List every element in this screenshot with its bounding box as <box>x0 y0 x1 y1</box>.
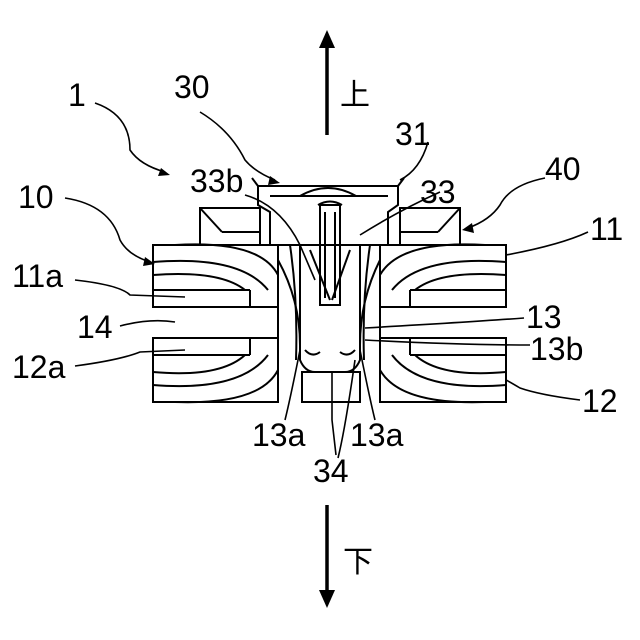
label-up: 上 <box>340 78 370 113</box>
label-13: 13 <box>526 299 562 335</box>
center-pin-33 <box>318 202 342 306</box>
label-14: 14 <box>77 309 113 345</box>
leader-lines <box>65 103 588 458</box>
label-12: 12 <box>582 383 618 419</box>
inner-arms-13 <box>278 245 380 402</box>
label-12a: 12a <box>12 349 66 385</box>
up-arrow <box>319 30 335 135</box>
label-33: 33 <box>420 174 456 210</box>
label-13a-left: 13a <box>252 417 306 453</box>
label-1: 1 <box>68 77 86 113</box>
label-34: 34 <box>313 453 349 489</box>
down-arrow <box>319 505 335 608</box>
label-30: 30 <box>174 69 210 105</box>
label-down: 下 <box>343 545 373 580</box>
label-33b: 33b <box>190 163 243 199</box>
label-13b: 13b <box>530 331 583 367</box>
label-13a-right: 13a <box>350 417 404 453</box>
cap-40 <box>200 208 460 245</box>
label-11: 11 <box>590 211 623 247</box>
label-10: 10 <box>18 179 54 215</box>
label-40: 40 <box>545 151 581 187</box>
label-11a: 11a <box>12 258 63 294</box>
label-31: 31 <box>395 116 431 152</box>
